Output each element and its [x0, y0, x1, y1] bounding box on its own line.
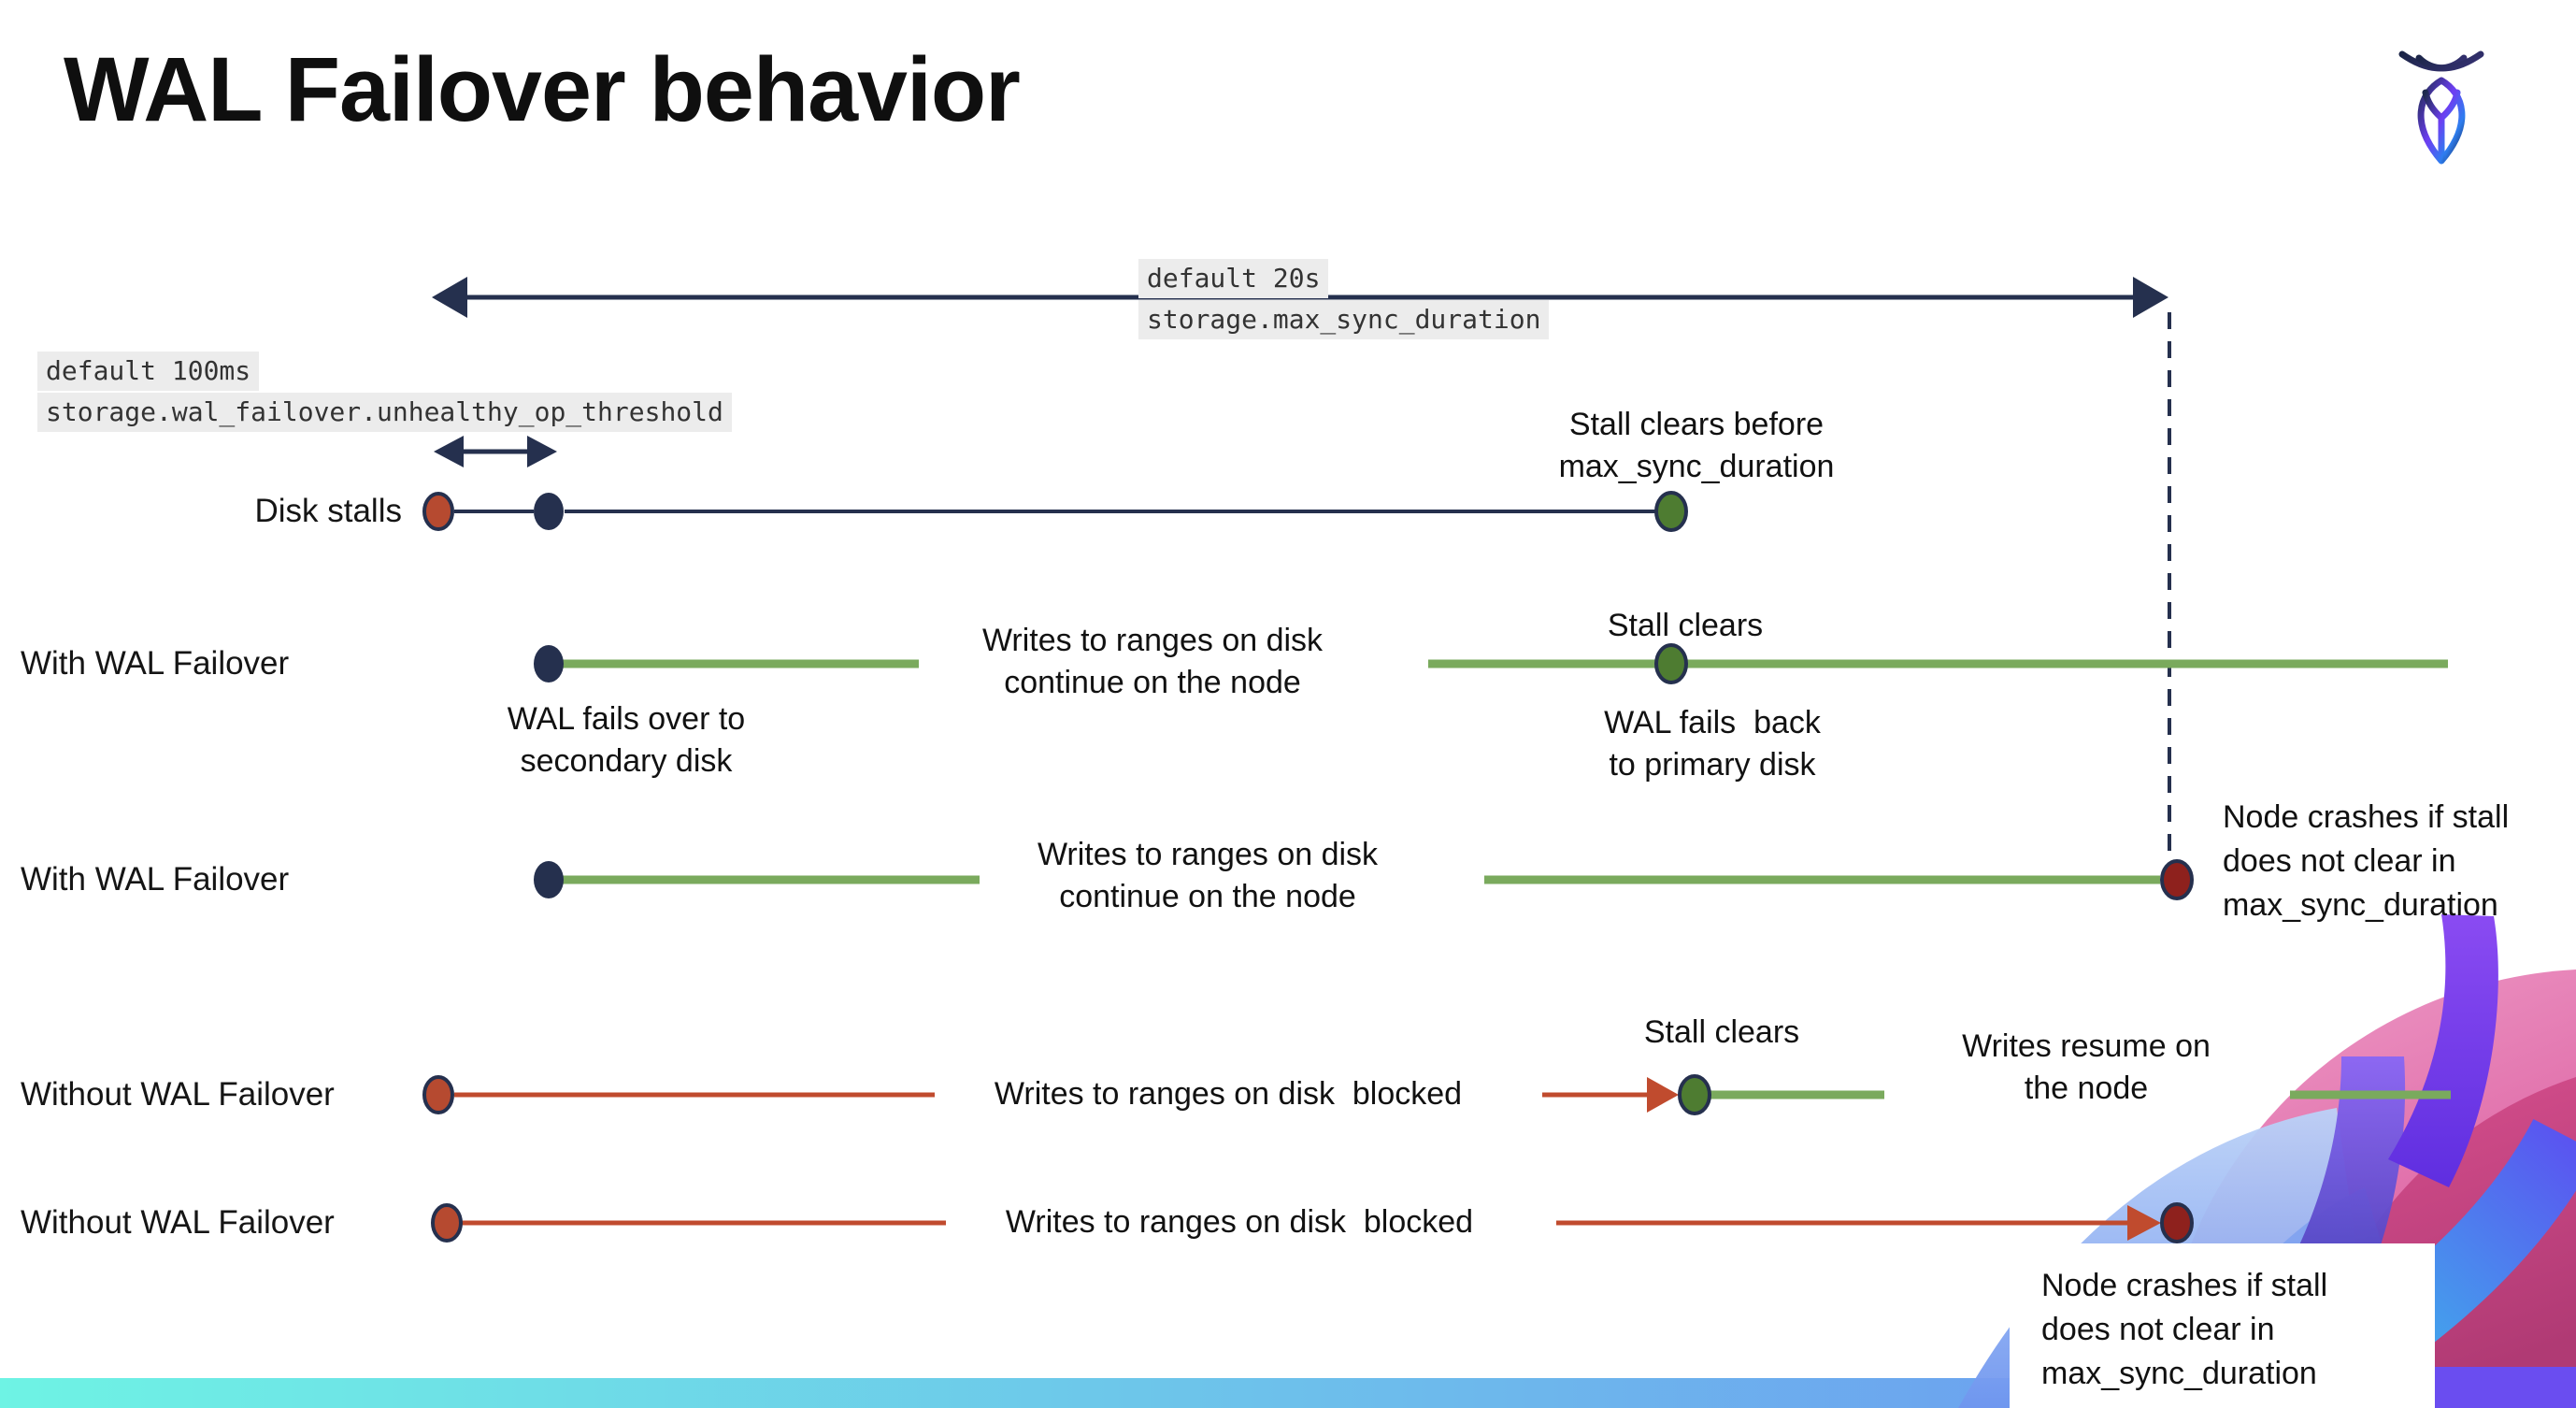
note-node-crashes-1: Node crashes if stall does not clear in … [2223, 799, 2510, 923]
crash-callout-box [2010, 1243, 2435, 1408]
arrowhead-right-icon [2127, 1205, 2161, 1241]
note-writes-blocked-2: Writes to ranges on disk blocked [1005, 1204, 1474, 1240]
note-stall-clears-1: Stall clears [1607, 608, 1764, 643]
timeline-row-with-failover-clears [534, 643, 2448, 684]
purple-strip [2426, 1367, 2576, 1408]
row-label-without-failover-1: Without WAL Failover [21, 1076, 335, 1113]
failover-dot [534, 645, 564, 682]
page-title: WAL Failover behavior [64, 38, 1021, 140]
arrowhead-right-icon [2133, 277, 2168, 318]
row-label-without-failover-2: Without WAL Failover [21, 1204, 335, 1241]
timeline-row-with-failover-crash [534, 859, 2194, 900]
timeline-row-without-failover-crash [431, 1202, 2194, 1243]
note-writes-blocked-1: Writes to ranges on disk blocked [994, 1076, 1463, 1112]
timeline-row-without-failover-clears [422, 1074, 2451, 1115]
note-fails-over: WAL fails over to secondary disk [507, 701, 746, 779]
max-sync-setting-label: storage.max_sync_duration [1138, 300, 1550, 339]
row-label-disk-stalls: Disk stalls [254, 493, 402, 529]
note-node-crashes-2: Node crashes if stall does not clear in … [2041, 1268, 2328, 1391]
note-writes-continue-2: Writes to ranges on disk continue on the… [1037, 837, 1379, 914]
threshold-dot [534, 493, 564, 530]
note-writes-continue-1: Writes to ranges on disk continue on the… [981, 623, 1324, 700]
stall-start-dot [431, 1203, 463, 1243]
arrowhead-right-icon [1647, 1077, 1679, 1113]
indigo-band [2187, 1056, 2406, 1408]
antenna-icon [2415, 50, 2484, 72]
crash-dot [2160, 859, 2194, 900]
note-stall-clears-2: Stall clears [1643, 1014, 1800, 1050]
timeline-row-disk-stalls [422, 491, 1688, 532]
note-fails-back: WAL fails back to primary disk [1604, 705, 1821, 783]
arrowhead-left-icon [432, 277, 467, 318]
note-writes-resume: Writes resume on the node [1962, 1028, 2211, 1106]
row-label-with-failover-2: With WAL Failover [21, 861, 290, 898]
stall-clears-dot [1654, 643, 1688, 684]
crash-dot [2160, 1202, 2194, 1243]
stall-clears-dot [1654, 491, 1688, 532]
arrowhead-left-icon [434, 436, 464, 467]
unhealthy-op-threshold-arrow [434, 436, 557, 467]
note-stall-clears-before: Stall clears before max_sync_duration [1558, 407, 1835, 484]
threshold-setting-label: storage.wal_failover.unhealthy_op_thresh… [37, 393, 732, 432]
row-label-with-failover-1: With WAL Failover [21, 645, 290, 682]
wing-vein-icon [2422, 89, 2461, 163]
failover-dot [534, 861, 564, 898]
max-sync-default-label: default 20s [1138, 259, 1329, 298]
threshold-default-label: default 100ms [37, 352, 260, 391]
purple-band [2388, 914, 2498, 1187]
stall-start-dot [422, 1075, 454, 1114]
stall-start-dot [422, 492, 454, 531]
cockroachdb-logo [2398, 50, 2484, 165]
stall-clears-dot [1678, 1074, 1711, 1115]
arrowhead-right-icon [527, 436, 557, 467]
